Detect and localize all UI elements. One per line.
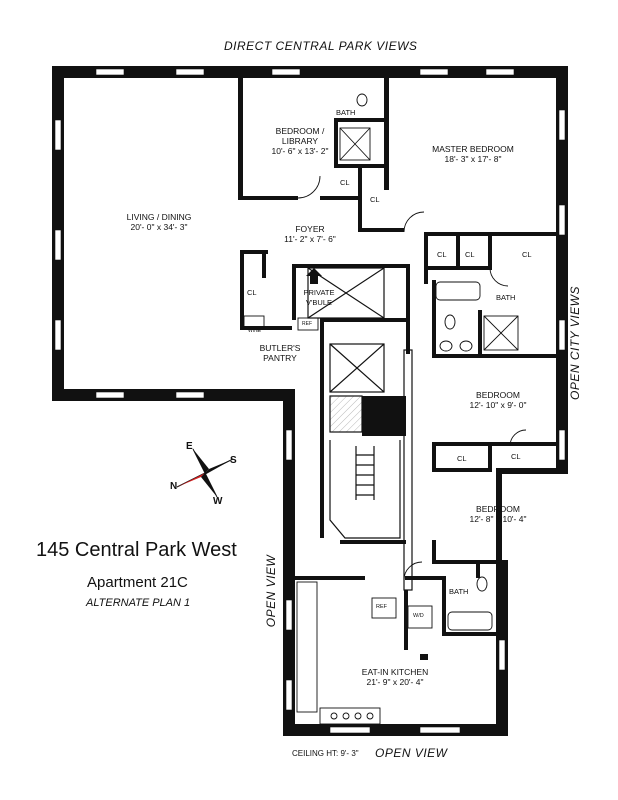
label-closet-5: CL [522,250,532,259]
room-bedroom-3: BEDROOM 12'- 8" x 10'- 4" [469,504,527,524]
compass-e: E [186,441,193,452]
room-private-vbule: PRIVATE V'BULE [303,288,335,307]
label-closet-8: CL [511,452,521,461]
label-bath-master: BATH [496,293,516,302]
building-address: 145 Central Park West [36,539,237,561]
label-washer-dryer: W/D [413,613,424,619]
label-bath-library: BATH [336,108,356,117]
label-closet-3: CL [437,250,447,259]
ceiling-height: CEILING HT: 9'- 3" [292,749,359,758]
label-ref: REF [376,604,387,610]
interior-walls [238,78,556,650]
view-label-left: OPEN VIEW [264,554,278,628]
plan-name: ALTERNATE PLAN 1 [86,597,191,609]
room-foyer: FOYER 11'- 2" x 7'- 6" [284,224,336,244]
label-closet-4: CL [465,250,475,259]
label-wine: WINE [248,328,262,334]
apartment-unit: Apartment 21C [87,574,188,591]
label-bath-kitchen: BATH [449,587,469,596]
windows [54,68,566,734]
compass-s: S [230,455,237,466]
view-label-bottom: OPEN VIEW [375,746,448,760]
room-bedroom-library: BEDROOM / LIBRARY 10'- 6" x 13'- 2" [271,126,329,156]
label-wine-2: REF [302,321,312,327]
label-closet-7: CL [457,454,467,463]
room-master-bedroom: MASTER BEDROOM 18'- 3" x 17'- 8" [432,144,514,164]
room-butlers-pantry: BUTLER'S PANTRY [259,343,301,363]
label-closet-6: CL [247,288,257,297]
fixtures [243,93,527,725]
compass-w: W [213,496,223,507]
elevators-stairs [307,267,413,591]
room-eat-in-kitchen: EAT-IN KITCHEN 21'- 9" x 20'- 4" [361,667,429,687]
view-label-top: DIRECT CENTRAL PARK VIEWS [224,39,418,53]
label-closet-2: CL [370,195,380,204]
room-bedroom-2: BEDROOM 12'- 10" x 9'- 0" [469,390,527,410]
view-label-right: OPEN CITY VIEWS [568,286,582,400]
compass-n: N [170,481,178,492]
label-closet-1: CL [340,178,350,187]
room-living-dining: LIVING / DINING 20'- 0" x 34'- 3" [126,212,192,232]
compass-rose [176,448,234,498]
